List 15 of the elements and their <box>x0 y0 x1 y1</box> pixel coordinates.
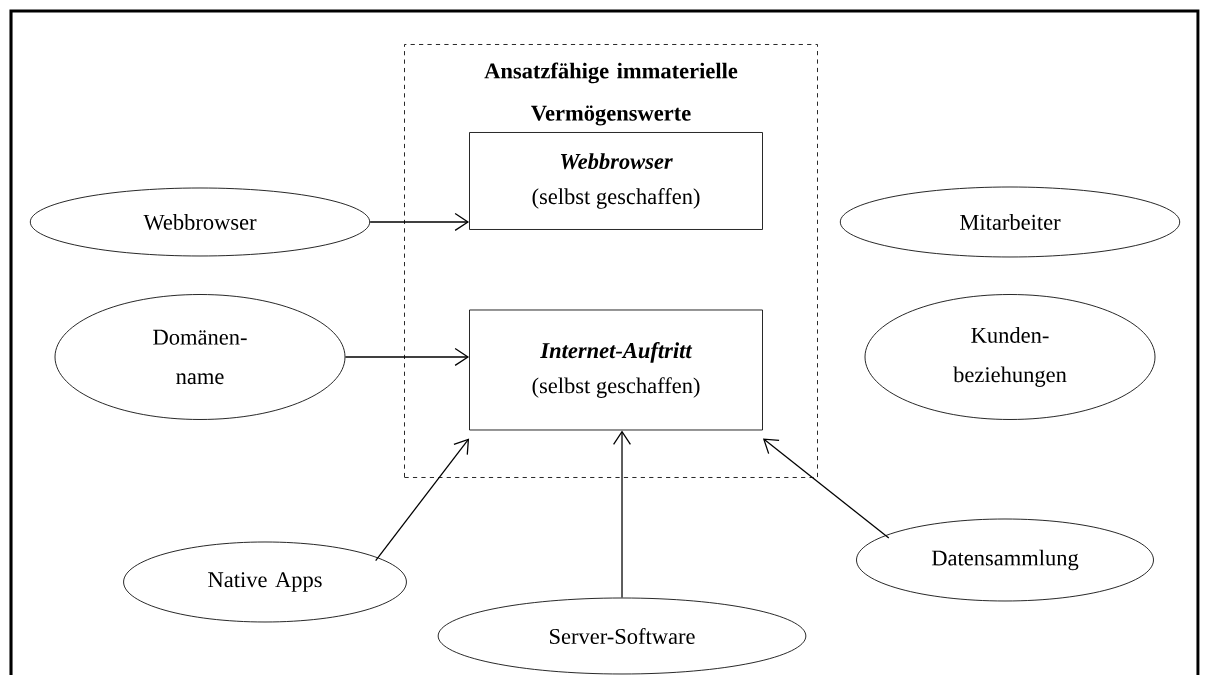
arrow <box>344 347 470 367</box>
ellipse-node: Kunden- beziehungen <box>864 294 1156 420</box>
arrow <box>612 430 632 599</box>
arrow <box>762 438 890 539</box>
ellipse-node: Webbrowser <box>29 187 371 257</box>
ellipse-node: Domänen- name <box>54 294 346 420</box>
asset-box: Webbrowser (selbst geschaffen) <box>469 132 763 230</box>
ellipse-node: Server-Software <box>437 597 807 675</box>
arrow <box>375 438 470 562</box>
group-heading: Ansatzfähige immaterielle Vermögenswerte <box>484 62 738 126</box>
asset-box: Internet-Auftritt (selbst geschaffen) <box>469 309 763 431</box>
ellipse-node: Mitarbeiter <box>839 186 1181 258</box>
ellipse-node: Native Apps <box>123 541 407 623</box>
arrow <box>369 212 470 232</box>
ellipse-node: Datensammlung <box>856 518 1154 602</box>
